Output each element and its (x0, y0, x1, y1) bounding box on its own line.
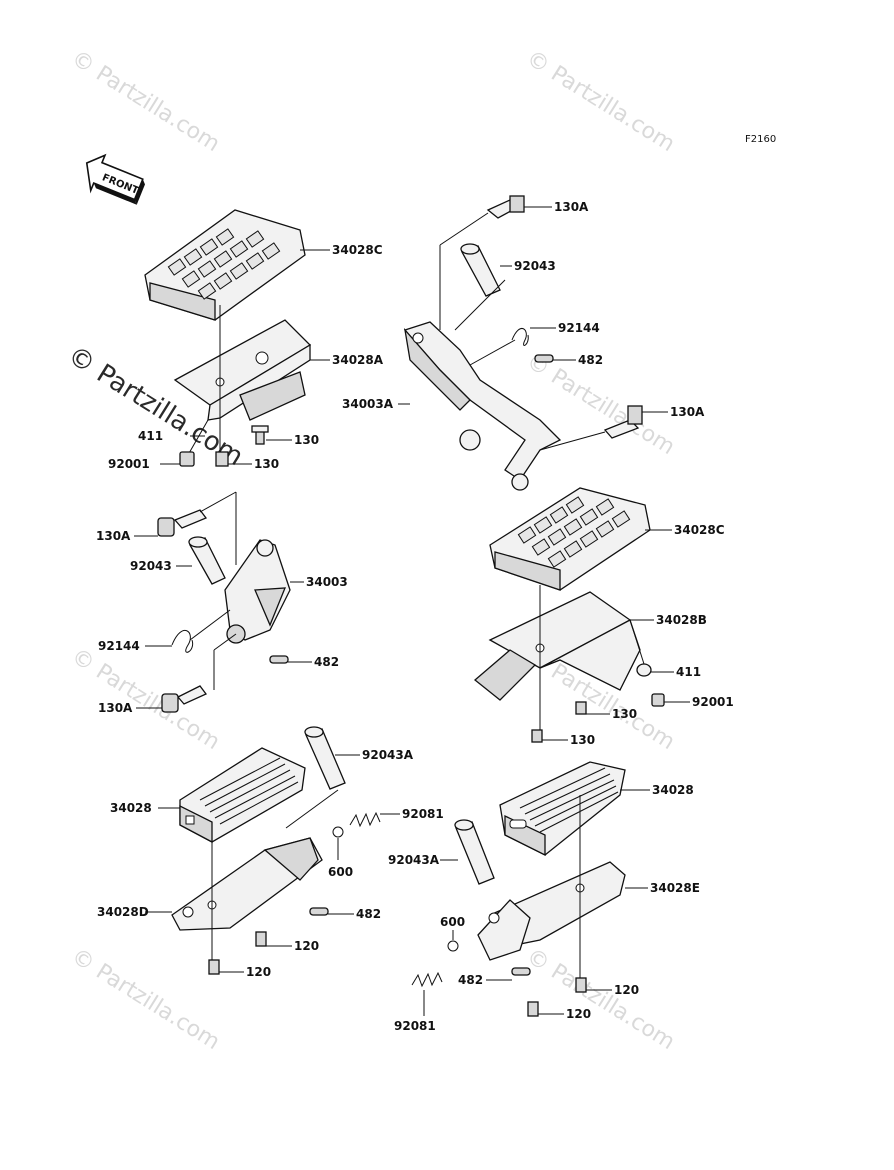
part-label: 92144 (98, 639, 140, 653)
part-label: 34028 (110, 801, 152, 815)
clip-icon (534, 354, 554, 363)
part-label: 482 (314, 655, 339, 669)
pin-icon (460, 243, 501, 297)
part-label: 130A (670, 405, 705, 419)
part-label: 92043 (130, 559, 172, 573)
part-label: 92043A (362, 748, 414, 762)
part-label: 34028D (97, 905, 149, 919)
part-label: 34003 (306, 575, 348, 589)
part-label: 411 (676, 665, 701, 679)
bolt-icon (531, 701, 587, 743)
part-label: 600 (328, 865, 353, 879)
part-label: 92043A (388, 853, 440, 867)
footpeg-rubber-34028-left (179, 747, 306, 844)
part-label: 120 (566, 1007, 591, 1021)
bolt-icon (527, 977, 587, 1017)
footpeg-bracket-34028D (171, 837, 323, 931)
watermark: © Partzilla.com (67, 644, 224, 755)
part-label: 130 (294, 433, 319, 447)
bolt-icon (215, 451, 229, 467)
part-label: 411 (138, 429, 163, 443)
spring-icon (349, 811, 381, 828)
front-arrow-icon: FRONT (85, 153, 145, 205)
spring-icon (171, 630, 194, 653)
part-label: 92081 (394, 1019, 436, 1033)
clip-icon (309, 907, 329, 916)
part-label: 482 (578, 353, 603, 367)
pin-icon (188, 536, 226, 585)
part-label: 34028C (332, 243, 383, 257)
bolt-icon (157, 509, 208, 537)
part-label: 130 (612, 707, 637, 721)
footpeg-rubber-upper-left (144, 209, 306, 321)
bolt-icon (208, 931, 267, 975)
part-label: 130A (96, 529, 131, 543)
part-label: 130 (570, 733, 595, 747)
part-label: 92001 (692, 695, 734, 709)
bracket-34003 (224, 539, 291, 644)
watermark: © Partzilla.com (67, 46, 224, 157)
ball-icon (447, 940, 459, 952)
washer-icon (636, 663, 652, 677)
ball-icon (332, 826, 344, 838)
bolt-icon (486, 195, 525, 219)
figure-code: F2160 (745, 134, 776, 145)
watermark: © Partzilla.com (67, 944, 224, 1055)
part-label: 34028C (674, 523, 725, 537)
bracket-34003A (403, 321, 562, 491)
part-label: 92144 (558, 321, 600, 335)
clip-icon (511, 967, 531, 976)
pin-icon (304, 726, 346, 790)
footpeg-bracket-34028A (173, 319, 312, 421)
bolt-icon (161, 685, 208, 713)
footpeg-rubber-right (489, 487, 651, 591)
part-label: 120 (294, 939, 319, 953)
part-label: 92043 (514, 259, 556, 273)
watermark: © Partzilla.com (522, 46, 679, 157)
part-label: 34028E (650, 881, 700, 895)
nut-icon (179, 451, 195, 467)
part-label: 482 (458, 973, 483, 987)
footpeg-bracket-34028E (477, 861, 626, 961)
part-label: 130 (254, 457, 279, 471)
part-label: 120 (246, 965, 271, 979)
part-label: 130A (554, 200, 589, 214)
part-label: 34028A (332, 353, 384, 367)
part-label: 92001 (108, 457, 150, 471)
bolt-icon (251, 425, 269, 445)
part-label: 92081 (402, 807, 444, 821)
nut-icon (651, 693, 665, 707)
part-label: 34028 (652, 783, 694, 797)
bolt-icon (603, 405, 643, 439)
spring-icon (511, 328, 529, 346)
part-label: 34028B (656, 613, 707, 627)
part-label: 120 (614, 983, 639, 997)
footpeg-rubber-34028-right (499, 761, 626, 857)
pin-icon (454, 819, 495, 885)
clip-icon (269, 655, 289, 664)
part-label: 600 (440, 915, 465, 929)
spring-icon (411, 971, 443, 988)
part-label: 482 (356, 907, 381, 921)
part-label: 34003A (342, 397, 394, 411)
part-label: 130A (98, 701, 133, 715)
watermark: © Partzilla.com (522, 944, 679, 1055)
footpeg-bracket-34028B (473, 591, 641, 701)
